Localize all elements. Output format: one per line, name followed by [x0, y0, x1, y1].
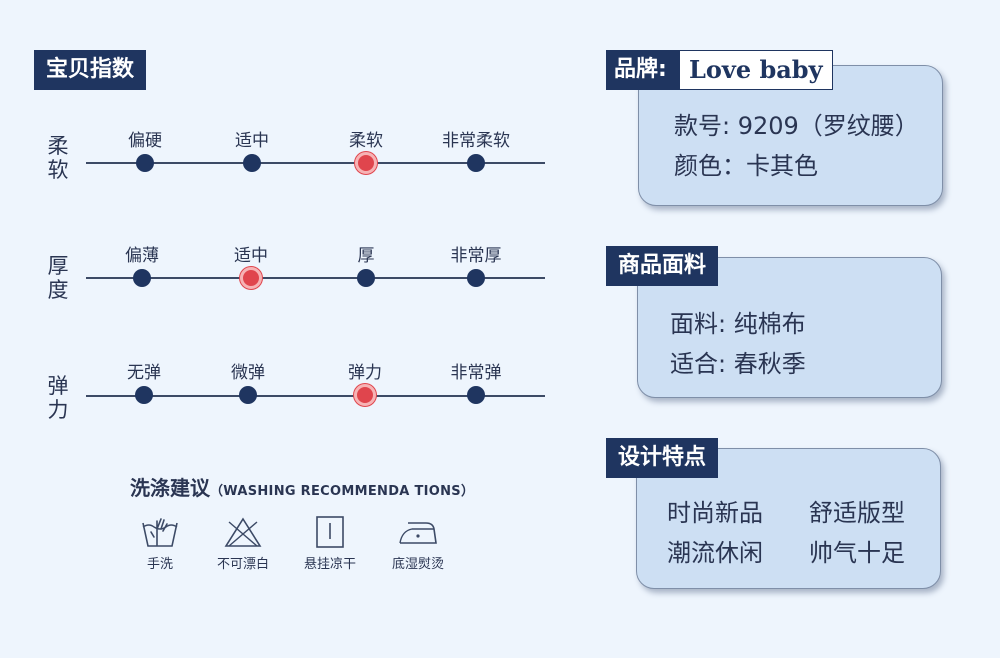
option-label: 偏薄 — [125, 246, 159, 266]
wash-label: 手洗 — [146, 557, 173, 572]
option-dot — [357, 269, 375, 287]
design-tag: 设计特点 — [606, 438, 719, 478]
thickness-option-2: 适中 — [191, 245, 311, 289]
washing-title-cn: 洗涤建议 — [130, 476, 210, 500]
option-label: 柔软 — [349, 131, 383, 151]
wash-item-hand-wash: 手洗 — [115, 515, 205, 572]
brand-name: Love baby — [679, 50, 833, 90]
option-label: 偏硬 — [128, 131, 162, 151]
option-dot — [467, 269, 485, 287]
option-dot — [239, 386, 257, 404]
option-label: 适中 — [235, 131, 269, 151]
brand-tag: 品牌: — [606, 50, 680, 90]
elasticity-option-3: 弹力 — [305, 362, 425, 406]
thickness-axis — [86, 277, 545, 279]
wash-item-no-bleach: 不可漂白 — [198, 515, 288, 572]
elasticity-option-1: 无弹 — [84, 362, 204, 404]
style-number: 款号: 9209（罗纹腰） — [674, 112, 919, 140]
option-label: 微弹 — [231, 363, 265, 383]
softness-option-3: 柔软 — [306, 130, 426, 174]
selected-option-dot — [354, 384, 376, 406]
wash-label: 不可漂白 — [216, 557, 269, 572]
option-label: 弹力 — [348, 363, 382, 383]
option-dot — [133, 269, 151, 287]
option-label: 无弹 — [127, 363, 161, 383]
thickness-option-3: 厚 — [306, 245, 426, 287]
softness-option-2: 适中 — [192, 130, 312, 172]
wash-item-line-dry: 悬挂凉干 — [285, 515, 375, 572]
selected-option-dot — [355, 152, 377, 174]
no-bleach-icon — [224, 517, 262, 547]
option-dot — [467, 386, 485, 404]
color-info: 颜色：卡其色 — [674, 152, 818, 180]
softness-option-4: 非常柔软 — [416, 130, 536, 172]
row-label-softness: 柔软 — [47, 134, 69, 182]
softness-option-1: 偏硬 — [85, 130, 205, 172]
row-label-elasticity: 弹力 — [47, 374, 69, 422]
index-title: 宝贝指数 — [34, 50, 147, 90]
fabric-tag: 商品面料 — [606, 246, 719, 286]
selected-option-dot — [240, 267, 262, 289]
option-dot — [467, 154, 485, 172]
elasticity-option-4: 非常弹 — [416, 362, 536, 404]
option-dot — [135, 386, 153, 404]
feature-3: 潮流休闲 — [667, 539, 763, 567]
elasticity-axis — [86, 395, 545, 397]
wash-item-low-iron: 底湿熨烫 — [373, 515, 463, 572]
option-label: 非常厚 — [450, 246, 502, 266]
option-label: 厚 — [357, 246, 375, 266]
option-dot — [243, 154, 261, 172]
option-label: 非常柔软 — [442, 131, 510, 151]
washing-title: 洗涤建议（WASHING RECOMMENDA TIONS） — [130, 472, 474, 501]
line-dry-icon — [316, 516, 344, 548]
washing-title-en: （WASHING RECOMMENDA TIONS） — [210, 484, 475, 499]
elasticity-option-2: 微弹 — [188, 362, 308, 404]
wash-label: 悬挂凉干 — [303, 557, 356, 572]
feature-4: 帅气十足 — [809, 539, 905, 567]
fabric-material: 面料: 纯棉布 — [670, 310, 806, 338]
thickness-option-1: 偏薄 — [82, 245, 202, 287]
option-label: 适中 — [234, 246, 268, 266]
feature-2: 舒适版型 — [809, 499, 905, 527]
thickness-option-4: 非常厚 — [416, 245, 536, 287]
hand-wash-icon — [142, 518, 178, 547]
fabric-season: 适合: 春秋季 — [670, 350, 806, 378]
option-dot — [136, 154, 154, 172]
low-iron-icon — [399, 522, 437, 544]
option-label: 非常弹 — [450, 363, 502, 383]
wash-label: 底湿熨烫 — [391, 557, 444, 572]
softness-axis — [86, 162, 545, 164]
feature-1: 时尚新品 — [667, 499, 763, 527]
row-label-thickness: 厚度 — [47, 254, 69, 302]
